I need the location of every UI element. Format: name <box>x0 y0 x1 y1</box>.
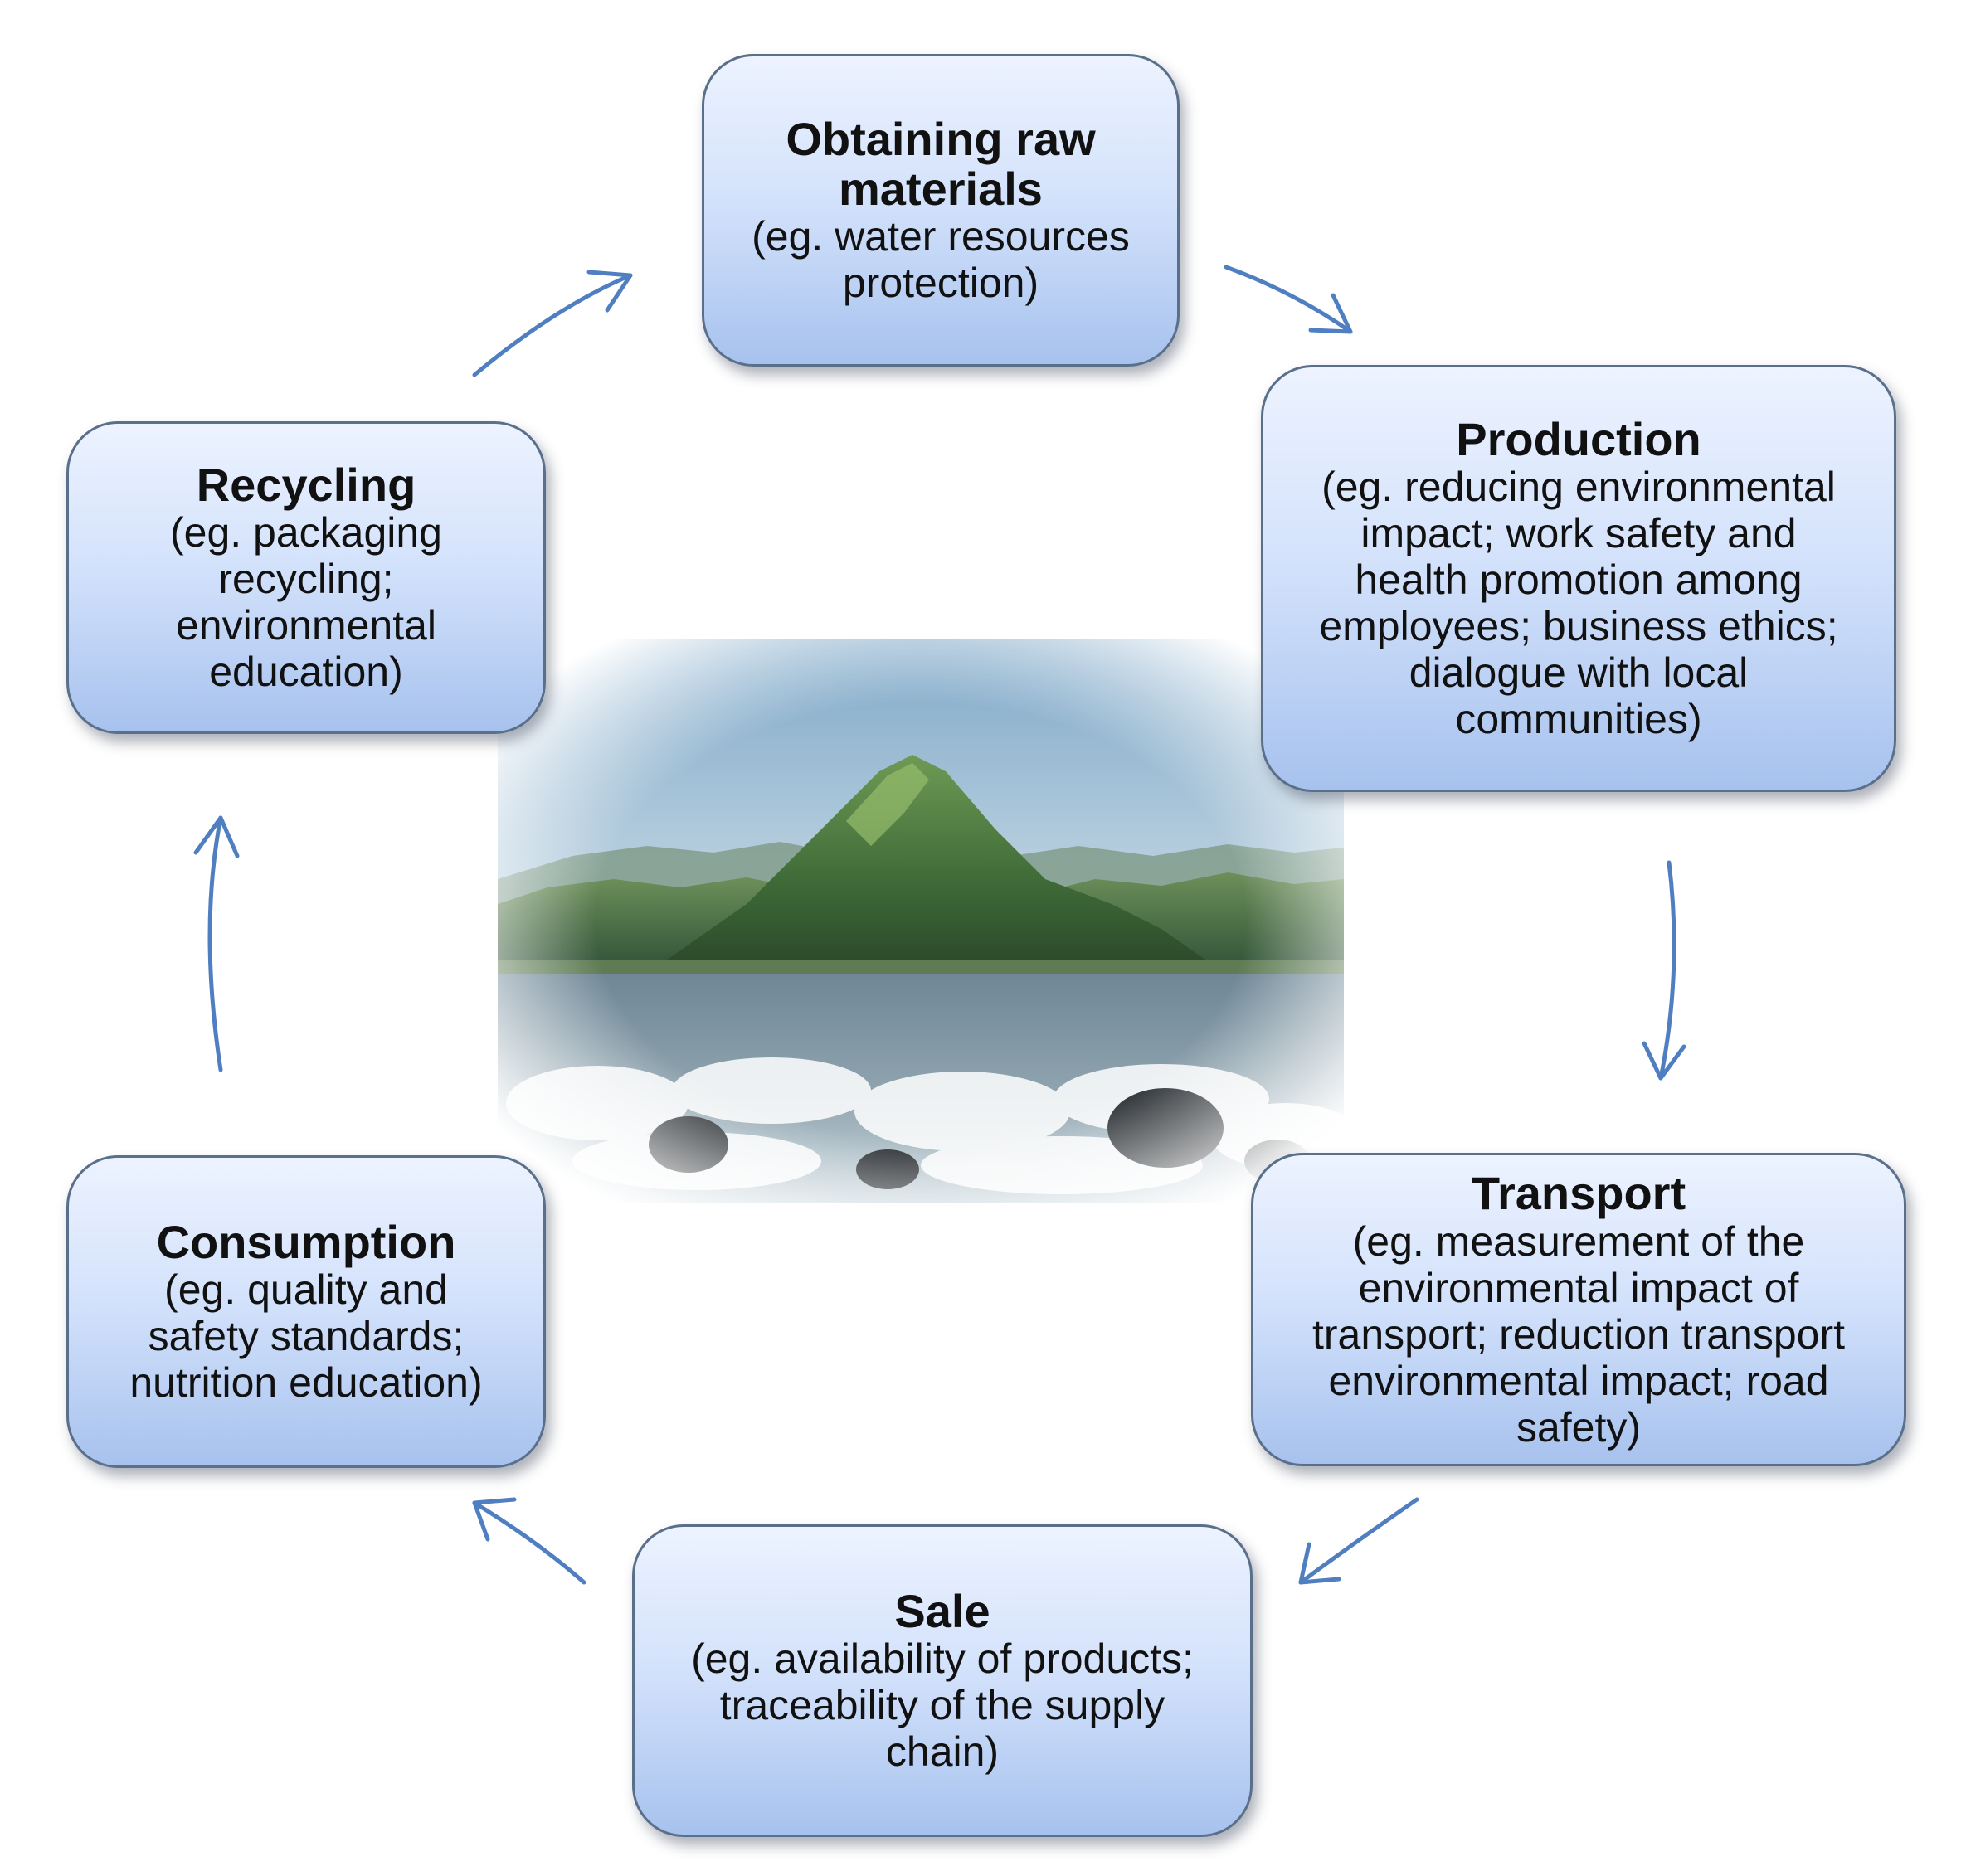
stage-recycling: Recycling (eg. packaging recycling; envi… <box>66 421 546 734</box>
stage-sale: Sale (eg. availability of products; trac… <box>632 1524 1253 1837</box>
stage-title: Production <box>1456 412 1701 465</box>
mountain-highlight <box>846 763 929 846</box>
arrow-production-to-transport <box>1642 860 1686 1081</box>
stage-description: (eg. water resources protection) <box>752 212 1130 306</box>
stage-title: Consumption <box>156 1215 456 1268</box>
rocks <box>649 1088 1311 1189</box>
stage-title: Transport <box>1471 1167 1686 1220</box>
stage-title: Recycling <box>196 458 416 511</box>
stage-description: (eg. reducing environmental impact; work… <box>1319 464 1838 743</box>
stage-title: Sale <box>894 1584 990 1637</box>
stage-obtaining-raw-materials: Obtaining raw materials (eg. water resou… <box>702 54 1180 367</box>
stage-title: Obtaining raw materials <box>786 113 1096 215</box>
arrow-recycling-to-raw <box>472 270 633 377</box>
stage-production: Production (eg. reducing environmental i… <box>1261 365 1896 792</box>
mountain <box>664 755 1211 964</box>
arrow-sale-to-consumption <box>472 1497 586 1585</box>
arrow-raw-to-production <box>1224 265 1353 334</box>
stage-description: (eg. availability of products; traceabil… <box>691 1635 1194 1776</box>
stage-consumption: Consumption (eg. quality and safety stan… <box>66 1155 546 1468</box>
arrow-consumption-to-recycling <box>193 815 240 1072</box>
stage-transport: Transport (eg. measurement of the enviro… <box>1251 1153 1906 1466</box>
arrow-transport-to-sale <box>1298 1497 1419 1585</box>
landscape-photo <box>498 639 1344 1203</box>
stage-description: (eg. measurement of the environmental im… <box>1312 1217 1845 1451</box>
shoreline <box>498 960 1344 979</box>
stage-description: (eg. packaging recycling; environmental … <box>169 509 442 696</box>
stage-description: (eg. quality and safety standards; nutri… <box>129 1266 483 1407</box>
